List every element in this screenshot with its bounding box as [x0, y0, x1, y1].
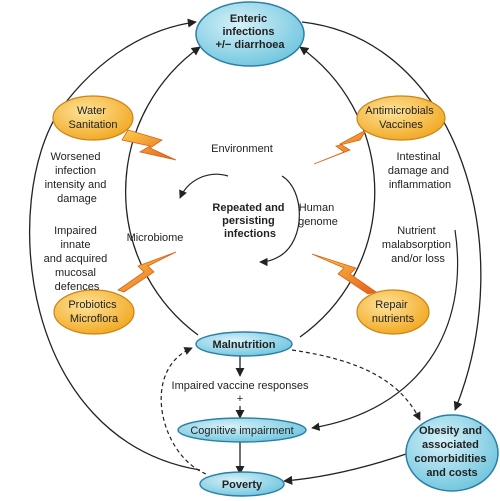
poverty-label: Poverty — [222, 479, 263, 491]
obesity-label-1: Obesity and — [419, 425, 482, 437]
obesity-label-3: comorbidities — [414, 453, 486, 465]
lightning-bolt-icon — [313, 128, 368, 165]
cognitive-impairment-label: Cognitive impairment — [190, 425, 293, 437]
poverty-to-malnutrition-dashed — [160, 347, 207, 475]
svg-text:Obesity and associated: Obesity and associated comorbidities and… — [414, 425, 489, 479]
enteric-label-2: infections — [222, 26, 274, 38]
poverty-to-enteric-arrow — [28, 18, 201, 471]
vaccines-label: Vaccines — [379, 119, 423, 131]
poverty-node: Poverty — [199, 471, 285, 497]
enteric-infections-node: Enteric infections +/− diarrhoea — [195, 1, 305, 67]
inner-cycle-arrow — [179, 173, 229, 199]
nutrient-label: Nutrient malabsorption and/or loss — [382, 225, 454, 265]
impaired-innate-label: Impaired innate and acquired mucosal def… — [44, 225, 111, 293]
enteric-label-1: Enteric — [230, 13, 267, 25]
repair-nutrients-node: Repair nutrients — [356, 289, 430, 335]
center-label: Repeated and persisting infections — [212, 202, 287, 240]
microflora-label: Microflora — [70, 313, 119, 325]
probiotics-microflora-node: Probiotics Microflora — [53, 289, 135, 335]
human-genome-label: Human genome — [298, 202, 338, 228]
water-sanitation-node: Water Sanitation — [52, 95, 134, 141]
obesity-label-4: and costs — [426, 467, 477, 479]
plus-label: + — [237, 393, 243, 405]
malnutrition-to-obesity-dashed — [291, 349, 421, 421]
nutrients-label: nutrients — [372, 313, 415, 325]
svg-text:Repair nutrients: Repair nutrients — [372, 299, 415, 325]
outer-cycle-right — [299, 46, 376, 338]
obesity-to-poverty-arrow — [283, 451, 413, 485]
obesity-label-2: associated — [422, 439, 479, 451]
antimicrobials-label: Antimicrobials — [365, 105, 434, 117]
outer-to-cognitive-arrow — [311, 229, 459, 431]
antimicrobials-vaccines-node: Antimicrobials Vaccines — [356, 95, 446, 141]
water-label: Water — [77, 105, 106, 117]
cognitive-impairment-node: Cognitive impairment — [177, 417, 307, 443]
outer-cycle-left — [125, 46, 201, 336]
malnutrition-label: Malnutrition — [213, 339, 276, 351]
worsened-label: Worsened infection intensity and damage — [45, 151, 110, 205]
malnutrition-node: Malnutrition — [195, 331, 293, 357]
svg-text:Antimicrobials Vaccines: Antimicrobials Vaccines — [365, 105, 437, 131]
inner-cycle-right — [259, 175, 300, 267]
lightning-bolt-icon — [311, 253, 377, 295]
impaired-vaccine-label: Impaired vaccine responses — [172, 380, 309, 392]
microbiome-label: Microbiome — [127, 232, 184, 244]
svg-text:Water Sanitation: Water Sanitation — [69, 105, 118, 131]
lightning-bolt-icon — [121, 129, 177, 161]
enteric-to-obesity-arrow — [301, 21, 482, 411]
lightning-bolt-icon — [117, 251, 177, 293]
enteric-label-3: +/− diarrhoea — [215, 39, 285, 51]
repair-label: Repair — [375, 299, 408, 311]
intestinal-label: Intestinal damage and inflammation — [388, 151, 452, 191]
svg-text:Enteric infections: Enteric infections +/− diarrhoea — [215, 13, 285, 51]
svg-text:Probiotics Microflora: Probiotics Microflora — [68, 299, 119, 325]
sanitation-label: Sanitation — [69, 119, 118, 131]
obesity-node: Obesity and associated comorbidities and… — [405, 414, 499, 492]
probiotics-label: Probiotics — [68, 299, 117, 311]
environment-label: Environment — [211, 143, 273, 155]
